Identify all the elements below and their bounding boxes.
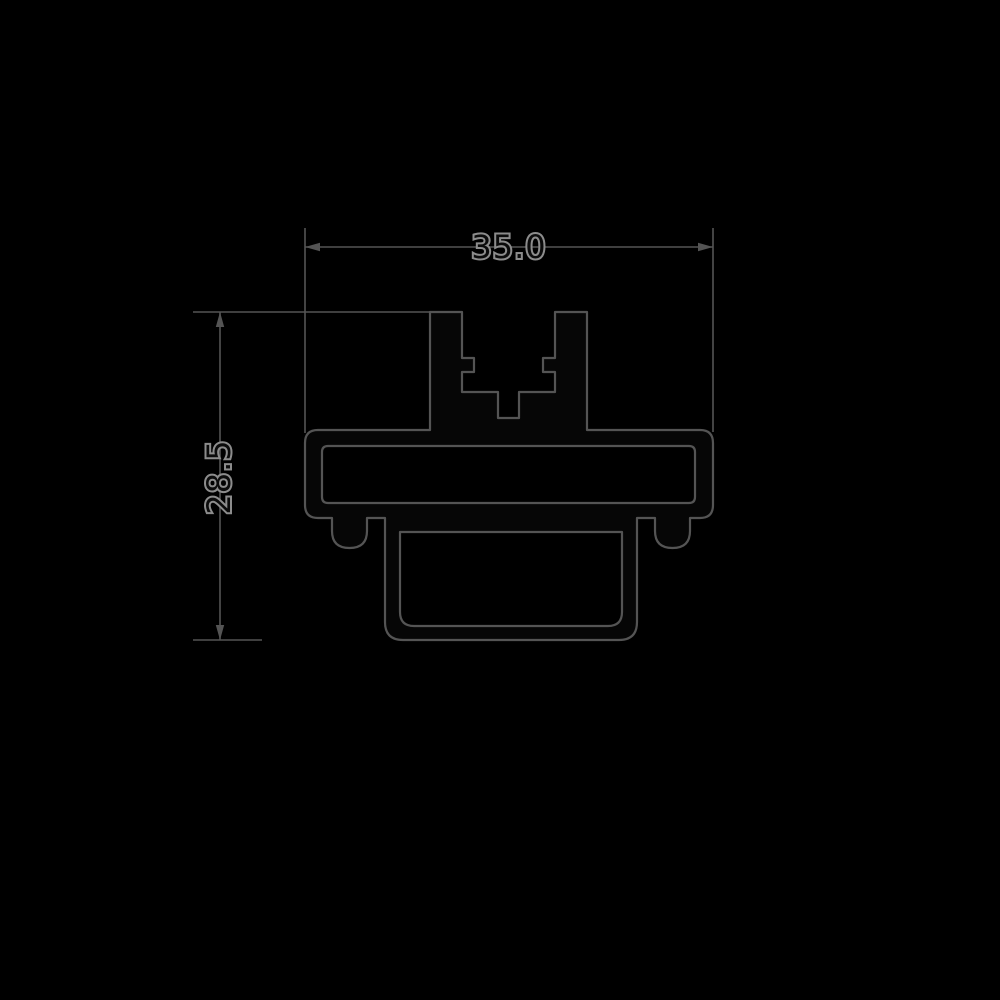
arrowhead-right-icon [698,242,713,252]
height-dimension: 28.5 [193,311,430,641]
width-dimension-label: 35.0 [471,228,546,266]
width-dimension: 35.0 [304,226,714,433]
arrowhead-down-icon [215,625,225,640]
height-dimension-label: 28.5 [200,439,238,514]
arrowhead-left-icon [305,242,320,252]
arrowhead-up-icon [215,312,225,327]
profile-outline [303,310,715,642]
